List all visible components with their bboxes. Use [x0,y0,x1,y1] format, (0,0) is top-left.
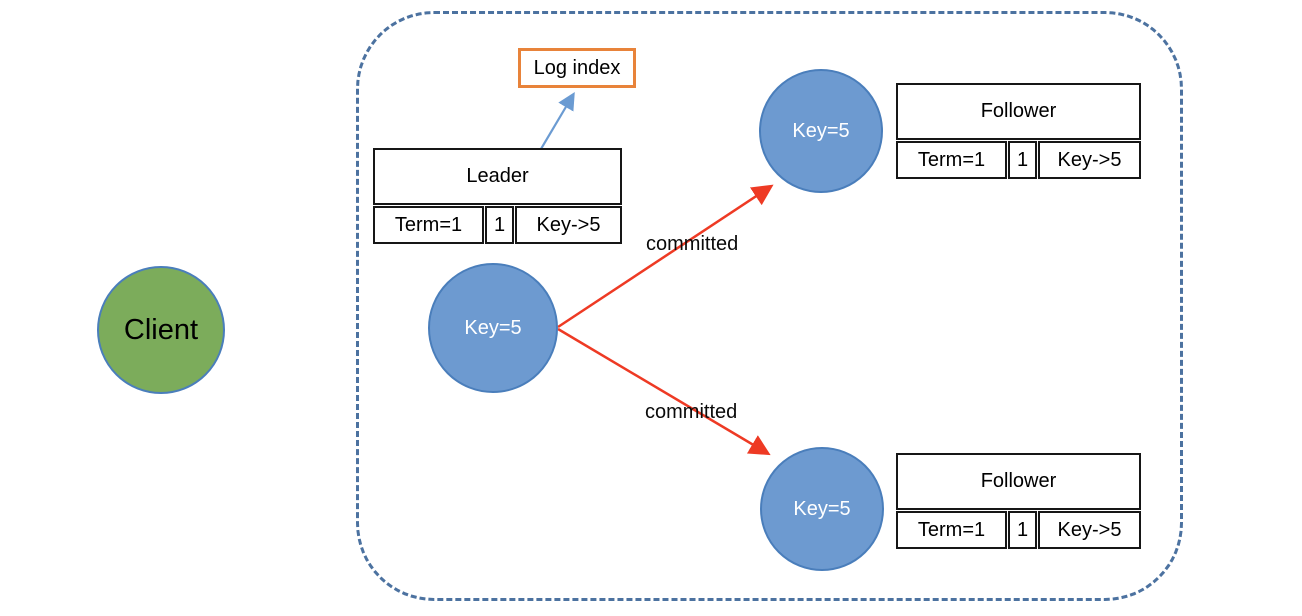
leader-index-cell: 1 [485,206,514,244]
log-index-label: Log index [533,56,621,79]
follower-bottom-entry-cell: Key->5 [1038,511,1141,549]
follower-bottom-table-row: Term=1 1 Key->5 [896,511,1141,549]
follower-table-bottom: Follower Term=1 1 Key->5 [896,453,1141,549]
leader-node-label: Key=5 [464,316,522,339]
follower-bottom-term-cell: Term=1 [896,511,1007,549]
follower-top-term-cell: Term=1 [896,141,1007,179]
leader-table-row: Term=1 1 Key->5 [373,206,622,244]
leader-entry-cell: Key->5 [515,206,622,244]
committed-label-top: committed [646,233,739,255]
follower-node-top: Key=5 [759,69,883,193]
follower-node-bottom: Key=5 [760,447,884,571]
client-label: Client [123,313,199,346]
follower-bottom-table-title: Follower [896,453,1141,510]
follower-top-table-row: Term=1 1 Key->5 [896,141,1141,179]
follower-top-table-title: Follower [896,83,1141,140]
follower-bottom-index-cell: 1 [1008,511,1037,549]
leader-table-title: Leader [373,148,622,205]
client-node: Client [97,266,225,394]
committed-label-bottom: committed [645,401,738,423]
cluster-boundary [356,11,1183,601]
leader-table: Leader Term=1 1 Key->5 [373,148,622,244]
leader-node: Key=5 [428,263,558,393]
leader-term-cell: Term=1 [373,206,484,244]
follower-top-index-cell: 1 [1008,141,1037,179]
follower-top-entry-cell: Key->5 [1038,141,1141,179]
follower-top-node-label: Key=5 [792,119,850,142]
follower-bottom-node-label: Key=5 [793,497,851,520]
follower-table-top: Follower Term=1 1 Key->5 [896,83,1141,179]
log-index-callout: Log index [518,48,636,88]
